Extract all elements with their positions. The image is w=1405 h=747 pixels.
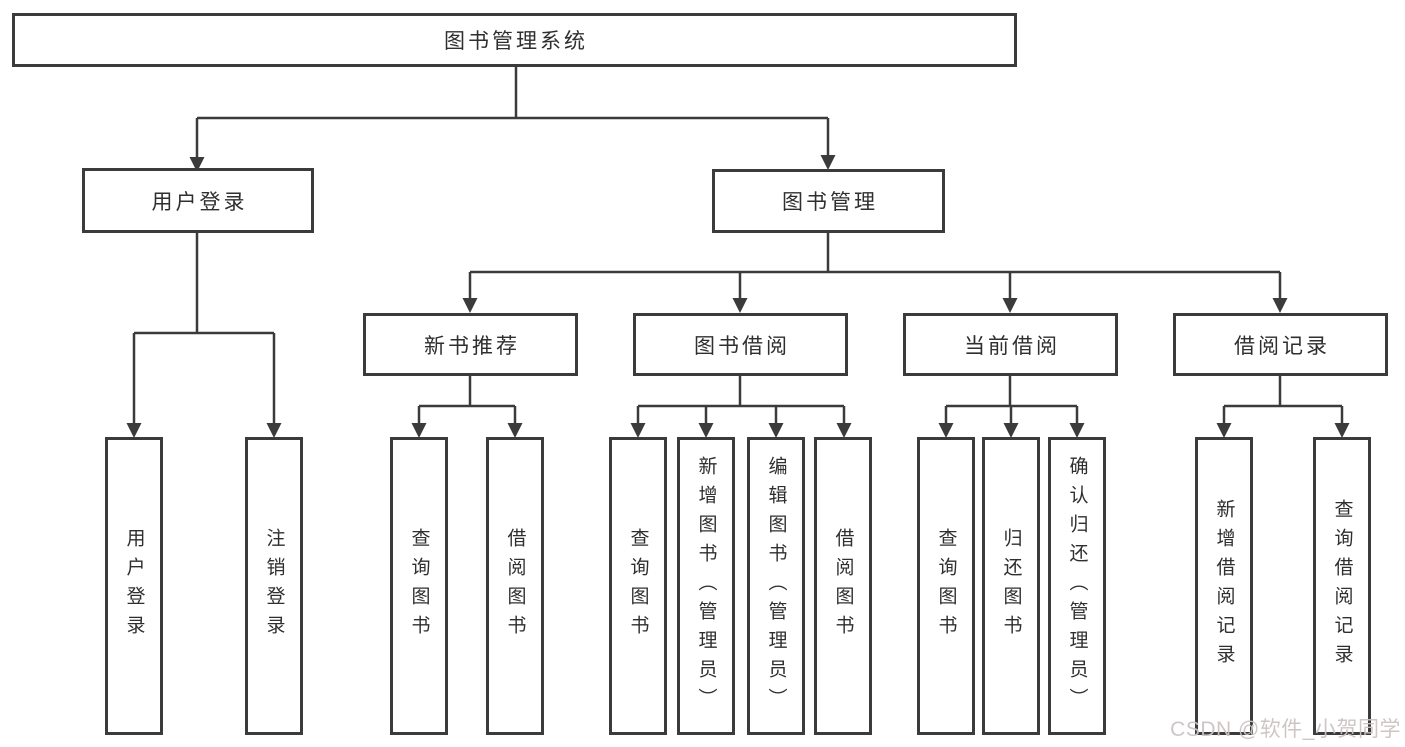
leaf-borrow-books-recommend: 借阅图书 bbox=[486, 437, 544, 735]
leaf-borrow-books-borrowing: 借阅图书 bbox=[814, 437, 872, 735]
node-borrowing-records: 借阅记录 bbox=[1173, 313, 1388, 376]
leaf-user-login: 用户登录 bbox=[105, 437, 163, 735]
leaf-label: 查询图书 bbox=[935, 528, 957, 644]
node-label: 图书借阅 bbox=[694, 334, 790, 358]
leaf-label: 新增图书（管理员） bbox=[695, 455, 717, 717]
leaf-add-borrow-record: 新增借阅记录 bbox=[1195, 437, 1253, 735]
leaf-label: 确认归还（管理员） bbox=[1066, 455, 1088, 717]
leaf-add-books-admin: 新增图书（管理员） bbox=[677, 437, 735, 735]
leaf-return-books: 归还图书 bbox=[982, 437, 1040, 735]
leaf-label: 查询借阅记录 bbox=[1331, 499, 1353, 673]
node-book-management: 图书管理 bbox=[712, 169, 945, 233]
leaf-label: 借阅图书 bbox=[504, 528, 526, 644]
leaf-confirm-return-admin: 确认归还（管理员） bbox=[1048, 437, 1106, 735]
leaf-label: 归还图书 bbox=[1000, 528, 1022, 644]
leaf-label: 新增借阅记录 bbox=[1213, 499, 1235, 673]
connector-lines bbox=[132, 67, 1344, 425]
leaf-label: 借阅图书 bbox=[832, 528, 854, 644]
csdn-watermark: CSDN @软件_小贺同学 bbox=[1170, 718, 1401, 741]
leaf-query-books-current: 查询图书 bbox=[917, 437, 975, 735]
node-user-login: 用户登录 bbox=[82, 168, 314, 233]
leaf-label: 查询图书 bbox=[627, 528, 649, 644]
node-new-book-recommendation: 新书推荐 bbox=[363, 313, 578, 376]
leaf-query-books-borrowing: 查询图书 bbox=[609, 437, 667, 735]
leaf-logout: 注销登录 bbox=[245, 437, 303, 735]
leaf-edit-books-admin: 编辑图书（管理员） bbox=[747, 437, 805, 735]
leaf-query-borrow-record: 查询借阅记录 bbox=[1313, 437, 1371, 735]
leaf-label: 用户登录 bbox=[123, 528, 145, 644]
node-current-borrowing: 当前借阅 bbox=[903, 313, 1118, 376]
node-root-book-management-system: 图书管理系统 bbox=[12, 13, 1017, 67]
node-label: 借阅记录 bbox=[1234, 334, 1330, 358]
leaf-label: 查询图书 bbox=[408, 528, 430, 644]
node-label: 新书推荐 bbox=[424, 334, 520, 358]
node-label: 图书管理系统 bbox=[444, 30, 588, 53]
node-label: 图书管理 bbox=[782, 191, 878, 214]
node-label: 当前借阅 bbox=[964, 334, 1060, 358]
leaf-label: 编辑图书（管理员） bbox=[765, 455, 787, 717]
leaf-query-books-recommend: 查询图书 bbox=[390, 437, 448, 735]
node-book-borrowing: 图书借阅 bbox=[633, 313, 848, 376]
node-label: 用户登录 bbox=[151, 190, 248, 214]
leaf-label: 注销登录 bbox=[263, 528, 285, 644]
